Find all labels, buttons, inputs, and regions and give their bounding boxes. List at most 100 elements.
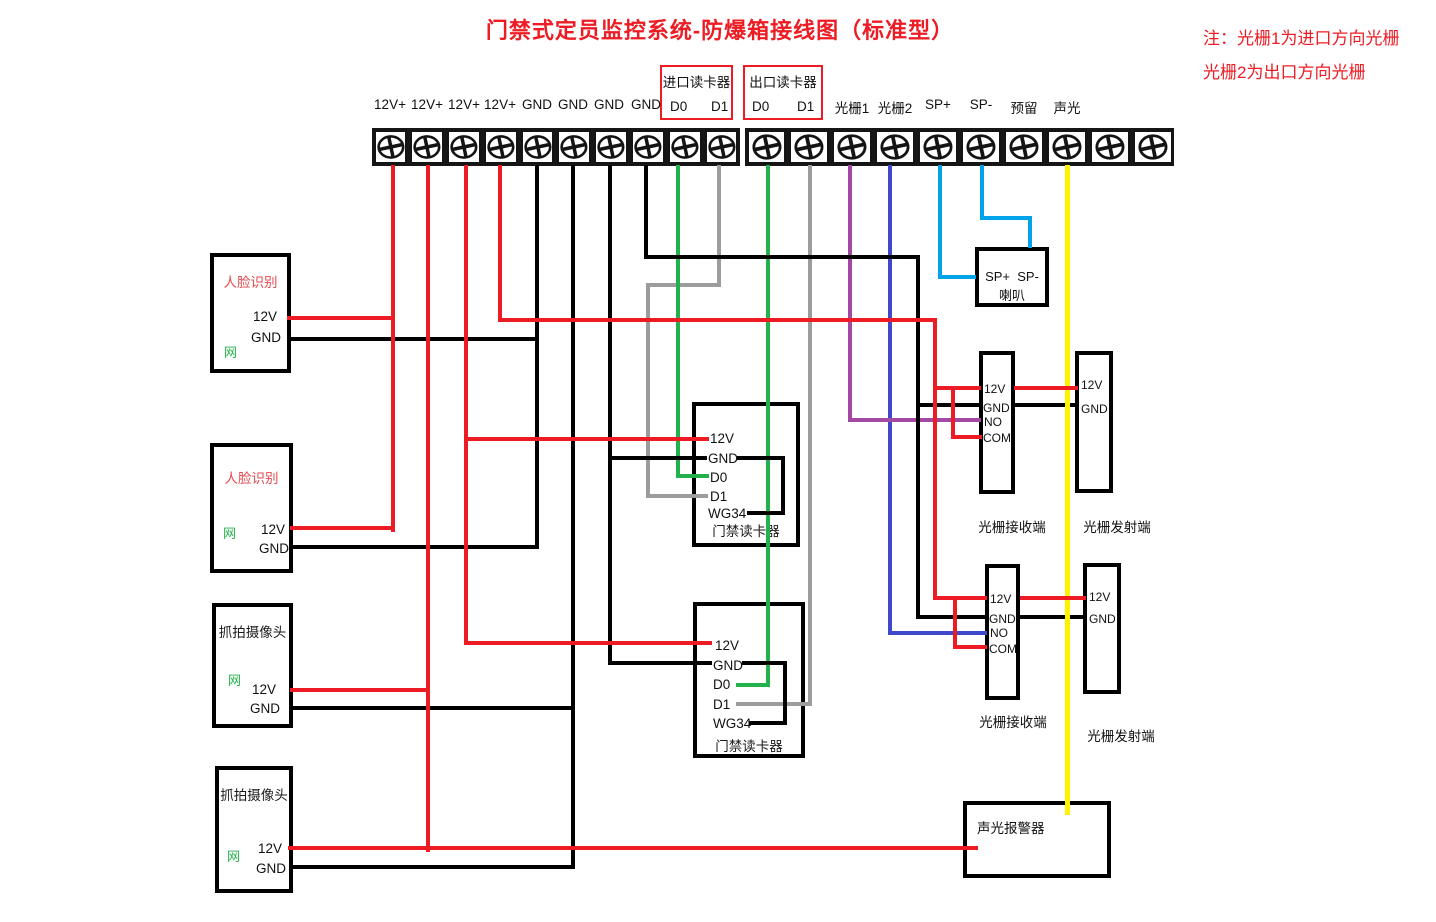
terminal-strip-right <box>745 128 1174 166</box>
wire-red <box>426 165 430 852</box>
wire-red <box>953 600 957 649</box>
wire-gray <box>646 283 650 498</box>
entry-reader-group-box: 进口读卡器 D0 D1 <box>660 65 733 120</box>
wire-purple <box>848 165 852 422</box>
wire-green <box>676 474 709 478</box>
terminal-label: 预留 <box>1010 101 1038 116</box>
grating-transmitter-2-caption: 光栅发射端 <box>1087 729 1155 744</box>
wire-black <box>1020 615 1086 619</box>
wire-red <box>933 386 981 390</box>
capture-camera-1-box: 抓拍摄像头 网 12V GND <box>212 603 293 728</box>
terminal-label: SP- <box>969 97 993 112</box>
terminal-label: 12V+ <box>374 97 406 112</box>
camera2-network-label: 网 <box>227 849 241 864</box>
face-recognition-1-title: 人脸识别 <box>223 275 278 290</box>
transmitter2-pin-12v: 12V <box>1089 590 1111 604</box>
exit-reader-pin-d0: D0 <box>752 99 770 114</box>
wire-cyan <box>1028 216 1032 248</box>
capture-camera-1-title: 抓拍摄像头 <box>218 625 287 640</box>
camera2-pin-gnd: GND <box>256 861 286 876</box>
wire-black <box>608 661 712 665</box>
reader2-pin-gnd: GND <box>713 658 743 673</box>
screw-icon <box>880 134 910 160</box>
receiver1-pin-gnd: GND <box>983 401 1010 415</box>
screw-icon <box>634 135 662 159</box>
terminal-screw <box>631 130 665 164</box>
receiver1-pin-12v: 12V <box>984 382 1006 396</box>
grating-transmitter-2-box: 12V GND <box>1083 563 1121 694</box>
card-reader-2-title: 门禁读卡器 <box>715 739 783 754</box>
wire-red <box>464 437 709 441</box>
receiver2-pin-12v: 12V <box>990 592 1012 606</box>
terminal-screw <box>1089 130 1130 164</box>
terminal-label: GND <box>558 97 588 112</box>
terminal-screw <box>447 130 481 164</box>
grating-receiver-1-caption: 光栅接收端 <box>978 520 1046 535</box>
page-title: 门禁式定员监控系统-防爆箱接线图（标准型） <box>485 18 955 43</box>
wire-black <box>293 865 575 869</box>
screw-icon <box>794 134 824 160</box>
terminal-screw <box>373 130 408 164</box>
screw-icon <box>1095 134 1125 160</box>
reader1-pin-wg34: WG34 <box>708 506 747 521</box>
wire-red <box>951 388 955 439</box>
terminal-label: SP+ <box>925 97 951 112</box>
wire-black <box>291 337 539 341</box>
reader2-pin-d1: D1 <box>713 697 731 712</box>
screw-icon <box>966 134 996 160</box>
reader1-pin-12v: 12V <box>710 431 735 446</box>
receiver2-pin-gnd: GND <box>989 612 1016 626</box>
terminal-screw <box>483 130 518 164</box>
face2-pin-gnd: GND <box>259 541 289 556</box>
terminal-label: GND <box>631 97 661 112</box>
exit-reader-pin-d1: D1 <box>797 99 815 114</box>
terminal-screw <box>918 130 959 164</box>
entry-reader-pin-d1: D1 <box>711 99 729 114</box>
transmitter1-pin-12v: 12V <box>1081 378 1103 392</box>
reader2-pin-wg34: WG34 <box>713 716 752 731</box>
terminal-screw <box>1003 130 1044 164</box>
terminal-screw <box>789 130 830 164</box>
receiver1-pin-com: COM <box>983 431 1011 445</box>
screw-icon <box>837 134 867 160</box>
wire-red <box>391 165 395 532</box>
wire-red <box>290 526 395 530</box>
wire-red <box>498 318 937 322</box>
speaker-title: 喇叭 <box>998 288 1025 303</box>
wire-red <box>498 165 502 322</box>
wire-cyan <box>938 165 942 279</box>
wire-black <box>916 255 920 619</box>
terminal-screw <box>667 130 702 164</box>
screw-icon <box>707 135 736 159</box>
wire-purple <box>848 418 981 422</box>
reader2-pin-12v: 12V <box>715 638 740 653</box>
wire-cyan <box>938 275 976 279</box>
wire-black <box>783 661 787 725</box>
wire-black <box>916 615 987 619</box>
grating-transmitter-1-box: 12V GND <box>1075 351 1113 493</box>
terminal-screw <box>875 130 916 164</box>
note-line-2: 光栅2为出口方向光栅 <box>1203 63 1366 82</box>
terminal-screw <box>594 130 629 164</box>
wire-red <box>464 165 468 645</box>
terminal-label: 12V+ <box>448 97 480 112</box>
wire-red <box>288 846 978 850</box>
camera1-pin-12v: 12V <box>252 682 277 697</box>
terminal-strip-left <box>372 128 740 166</box>
terminal-screw <box>961 130 1001 164</box>
face-recognition-2-title: 人脸识别 <box>224 471 279 486</box>
reader1-pin-gnd: GND <box>708 451 738 466</box>
capture-camera-2-title: 抓拍摄像头 <box>220 788 288 803</box>
wire-yellow <box>1065 165 1070 815</box>
screw-icon <box>413 135 441 159</box>
wire-red <box>287 316 395 320</box>
wire-black <box>749 721 787 725</box>
screw-icon <box>376 135 404 159</box>
screw-icon <box>487 135 515 159</box>
terminal-label: 光栅1 <box>834 101 870 116</box>
wire-black <box>737 456 785 460</box>
wire-black <box>916 403 981 407</box>
terminal-label: 12V+ <box>484 97 516 112</box>
face-recognition-2-box: 人脸识别 网 12V GND <box>210 443 293 573</box>
wire-gray <box>808 165 812 706</box>
